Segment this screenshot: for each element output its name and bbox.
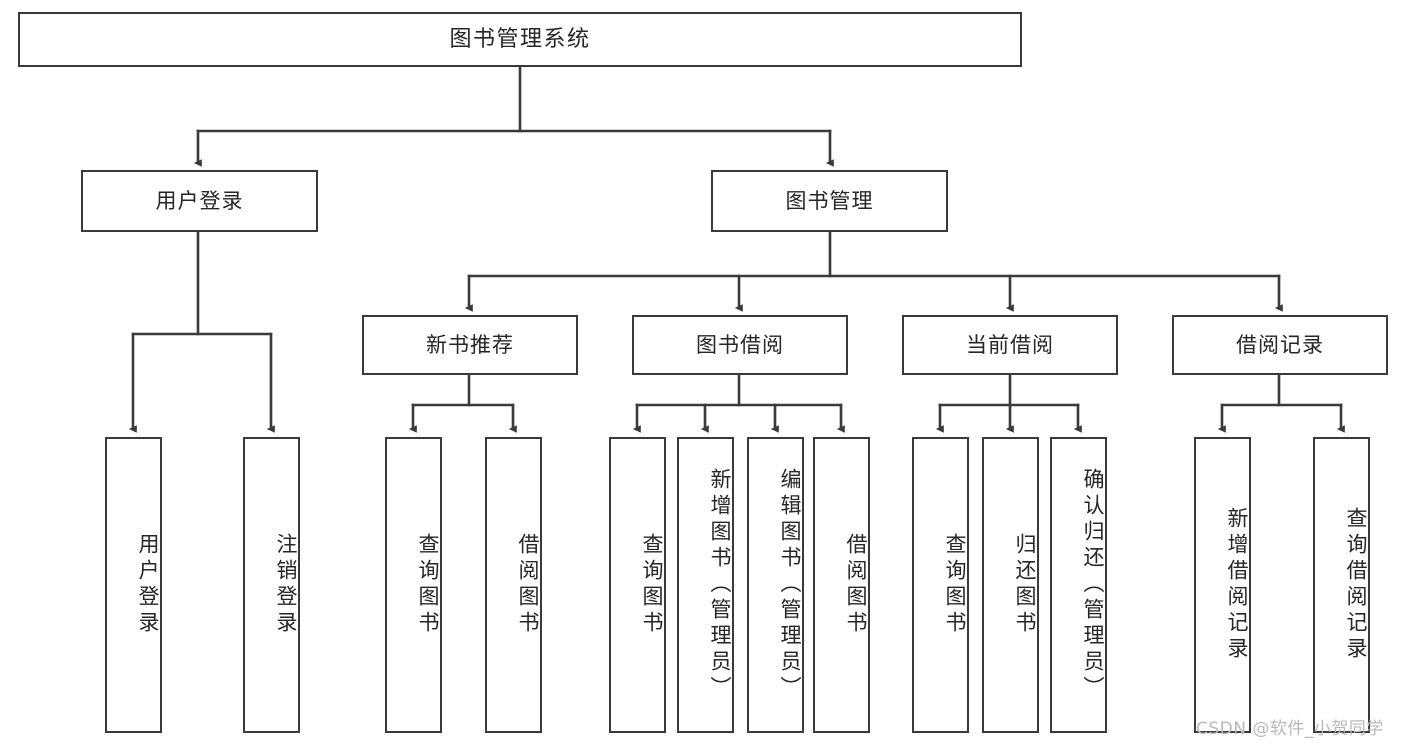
node-label: 当前借阅 [966, 332, 1054, 357]
leaf-current-return-book[interactable]: 归还图书 [982, 437, 1039, 733]
node-root-system[interactable]: 图书管理系统 [18, 12, 1022, 67]
leaf-borrow-add-book[interactable]: 新增图书（管理员） [677, 437, 734, 733]
node-label: 编辑图书（管理员） [778, 468, 802, 702]
leaf-current-query-book[interactable]: 查询图书 [912, 437, 969, 733]
node-user-login[interactable]: 用户登录 [81, 170, 318, 232]
node-label: 新增图书（管理员） [708, 468, 732, 702]
leaf-recommend-borrow-book[interactable]: 借阅图书 [485, 437, 542, 733]
node-label: 用户登录 [155, 188, 244, 213]
leaf-borrow-query-book[interactable]: 查询图书 [609, 437, 666, 733]
node-label: 借阅图书 [844, 533, 868, 637]
leaf-current-confirm-return[interactable]: 确认归还（管理员） [1050, 437, 1107, 733]
node-current-borrow[interactable]: 当前借阅 [902, 315, 1118, 375]
node-label: 借阅记录 [1236, 332, 1324, 357]
node-label: 确认归还（管理员） [1081, 468, 1105, 702]
node-book-management[interactable]: 图书管理 [711, 170, 948, 232]
leaf-recommend-query-book[interactable]: 查询图书 [385, 437, 442, 733]
node-label: 新书推荐 [426, 332, 514, 357]
node-label: 查询借阅记录 [1344, 507, 1368, 663]
node-borrow-record[interactable]: 借阅记录 [1172, 315, 1388, 375]
node-label: 注销登录 [274, 533, 298, 637]
node-label: 用户登录 [136, 533, 160, 637]
node-label: 图书管理 [785, 188, 874, 213]
node-new-book-recommend[interactable]: 新书推荐 [362, 315, 578, 375]
leaf-user-login-login[interactable]: 用户登录 [105, 437, 162, 733]
node-label: 借阅图书 [516, 533, 540, 637]
node-label: 归还图书 [1013, 533, 1037, 637]
node-label: 图书管理系统 [449, 26, 591, 52]
node-label: 新增借阅记录 [1225, 507, 1249, 663]
leaf-borrow-borrow-book[interactable]: 借阅图书 [813, 437, 870, 733]
node-label: 查询图书 [943, 533, 967, 637]
node-label: 查询图书 [640, 533, 664, 637]
leaf-user-login-logout[interactable]: 注销登录 [243, 437, 300, 733]
leaf-borrow-edit-book[interactable]: 编辑图书（管理员） [747, 437, 804, 733]
csdn-watermark: CSDN @软件_小贺同学 [1196, 719, 1384, 739]
leaf-record-add-record[interactable]: 新增借阅记录 [1194, 437, 1251, 733]
node-label: 查询图书 [416, 533, 440, 637]
leaf-record-query-record[interactable]: 查询借阅记录 [1313, 437, 1370, 733]
node-label: 图书借阅 [696, 332, 784, 357]
node-book-borrow[interactable]: 图书借阅 [632, 315, 848, 375]
